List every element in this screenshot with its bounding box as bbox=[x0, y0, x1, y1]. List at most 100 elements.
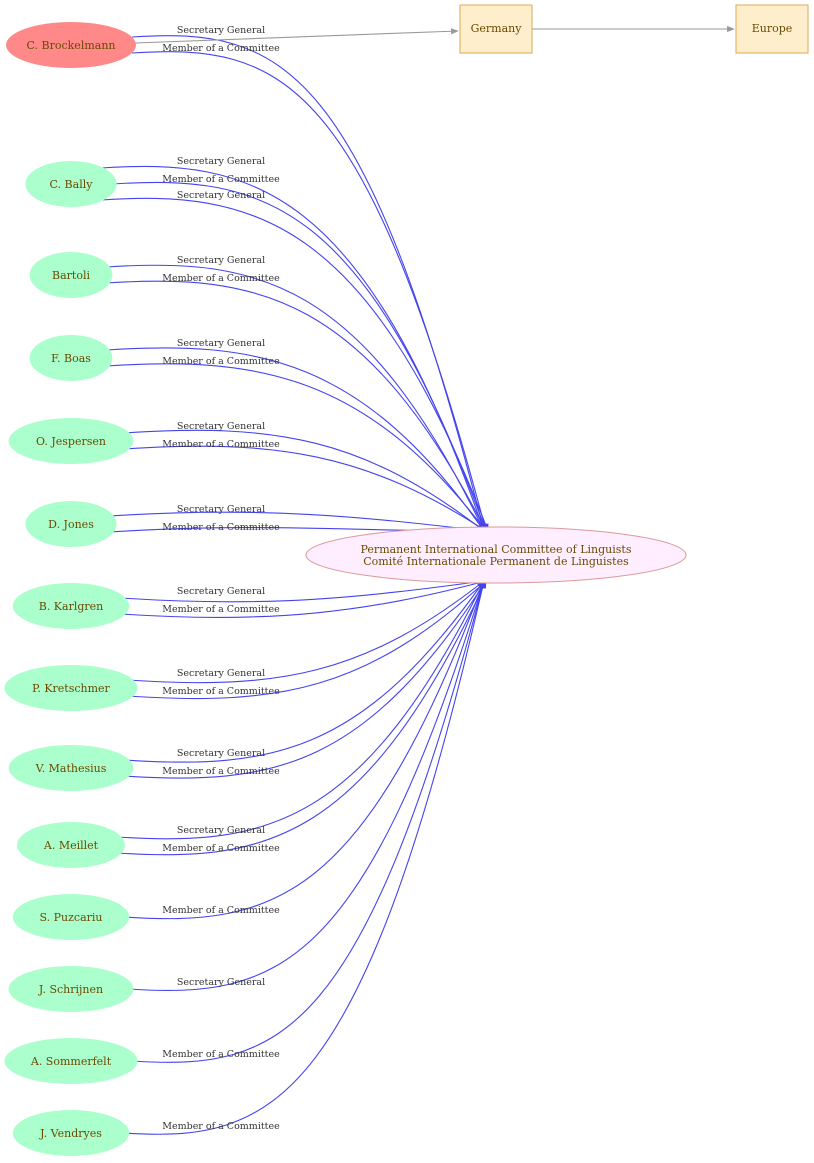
a-sommerfelt-member-edge-label-0: Member of a Committee bbox=[162, 1049, 280, 1060]
person-node-j-schrijnen[interactable]: J. Schrijnen bbox=[8, 966, 134, 1012]
d-jones-secretary-edge-label-0: Secretary General bbox=[177, 504, 265, 515]
f-boas-member-edge-label-1: Member of a Committee bbox=[162, 356, 280, 367]
person-label-j-vendryes: J. Vendryes bbox=[39, 1127, 102, 1140]
person-shape-bartoli bbox=[29, 252, 113, 298]
person-label-c-bally: C. Bally bbox=[50, 178, 94, 191]
person-label-b-karlgren: B. Karlgren bbox=[39, 600, 104, 613]
c-bally-secretary-edge-2 bbox=[101, 197, 489, 532]
person-shape-v-mathesius bbox=[8, 745, 134, 791]
person-shape-j-vendryes bbox=[12, 1110, 130, 1156]
person-node-s-puzcariu[interactable]: S. Puzcariu bbox=[12, 894, 130, 940]
f-boas-secretary-edge-label-0: Secretary General bbox=[177, 338, 265, 349]
j-schrijnen-secretary-edge-0 bbox=[128, 580, 485, 991]
europe-node[interactable]: Europe bbox=[735, 4, 809, 54]
b-karlgren-secretary-edge-label-0: Secretary General bbox=[177, 586, 265, 597]
person-label-d-jones: D. Jones bbox=[48, 518, 94, 531]
o-jespersen-secretary-edge-label-0: Secretary General bbox=[177, 421, 265, 432]
b-karlgren-member-edge-label-1: Member of a Committee bbox=[162, 604, 280, 615]
a-meillet-secretary-edge-0 bbox=[117, 580, 485, 840]
v-mathesius-member-edge-1 bbox=[124, 580, 487, 779]
committee-name-en: Permanent International Committee of Lin… bbox=[361, 543, 632, 556]
d-jones-member-edge-label-1: Member of a Committee bbox=[162, 522, 280, 533]
o-jespersen-member-edge-label-1: Member of a Committee bbox=[162, 439, 280, 450]
s-puzcariu-member-edge-label-0: Member of a Committee bbox=[162, 905, 280, 916]
s-puzcariu-member-edge-0 bbox=[124, 580, 485, 920]
brockelmann-to-germany-edge bbox=[134, 28, 459, 44]
o-jespersen-secretary-edge-0 bbox=[124, 429, 485, 532]
person-label-f-boas: F. Boas bbox=[51, 352, 91, 365]
b-karlgren-secretary-edge-0 bbox=[121, 578, 485, 603]
person-node-bartoli[interactable]: Bartoli bbox=[29, 252, 113, 298]
person-node-b-karlgren[interactable]: B. Karlgren bbox=[12, 583, 130, 629]
germany-label: Germany bbox=[471, 22, 523, 35]
person-node-v-mathesius[interactable]: V. Mathesius bbox=[8, 745, 134, 791]
person-shape-p-kretschmer bbox=[4, 665, 138, 711]
committee-node[interactable]: Permanent International Committee of Lin… bbox=[305, 526, 687, 584]
person-label-a-meillet: A. Meillet bbox=[43, 839, 99, 852]
c-brockelmann-member-edge-label-1: Member of a Committee bbox=[162, 43, 280, 54]
person-shape-c-bally bbox=[25, 161, 117, 207]
person-shape-d-jones bbox=[25, 501, 117, 547]
person-shape-a-meillet bbox=[17, 822, 125, 868]
bartoli-secretary-edge-0 bbox=[106, 264, 485, 532]
bartoli-member-edge-label-1: Member of a Committee bbox=[162, 273, 280, 284]
person-shape-s-puzcariu bbox=[12, 894, 130, 940]
c-bally-secretary-edge-0 bbox=[101, 165, 485, 532]
p-kretschmer-secretary-edge-0 bbox=[128, 580, 485, 684]
person-node-o-jespersen[interactable]: O. Jespersen bbox=[8, 418, 134, 464]
person-label-bartoli: Bartoli bbox=[52, 269, 90, 282]
person-node-p-kretschmer[interactable]: P. Kretschmer bbox=[4, 665, 138, 711]
c-bally-secretary-edge-label-0: Secretary General bbox=[177, 156, 265, 167]
p-kretschmer-secretary-edge-label-0: Secretary General bbox=[177, 668, 265, 679]
a-meillet-member-edge-1 bbox=[117, 580, 487, 856]
person-node-c-brockelmann[interactable]: C. Brockelmann bbox=[6, 22, 136, 68]
edges-layer bbox=[101, 35, 489, 1135]
person-shape-f-boas bbox=[29, 335, 113, 381]
person-label-s-puzcariu: S. Puzcariu bbox=[40, 911, 103, 924]
v-mathesius-secretary-edge-0 bbox=[124, 580, 485, 763]
c-brockelmann-secretary-edge-label-0: Secretary General bbox=[177, 25, 265, 36]
v-mathesius-secretary-edge-label-0: Secretary General bbox=[177, 748, 265, 759]
j-vendryes-member-edge-0 bbox=[124, 580, 486, 1135]
b-karlgren-member-edge-1 bbox=[121, 579, 487, 619]
committee-name-fr: Comité Internationale Permanent de Lingu… bbox=[363, 555, 629, 568]
v-mathesius-member-edge-label-1: Member of a Committee bbox=[162, 766, 280, 777]
person-shape-a-sommerfelt bbox=[4, 1038, 138, 1084]
a-sommerfelt-member-edge-0 bbox=[132, 580, 486, 1063]
person-label-c-brockelmann: C. Brockelmann bbox=[27, 39, 116, 52]
c-bally-secretary-edge-label-2: Secretary General bbox=[177, 190, 265, 201]
p-kretschmer-member-edge-1 bbox=[128, 580, 487, 700]
person-label-p-kretschmer: P. Kretschmer bbox=[32, 682, 110, 695]
person-shape-c-brockelmann bbox=[6, 22, 136, 68]
person-label-j-schrijnen: J. Schrijnen bbox=[38, 983, 103, 996]
bartoli-secretary-edge-label-0: Secretary General bbox=[177, 255, 265, 266]
person-label-a-sommerfelt: A. Sommerfelt bbox=[30, 1055, 112, 1068]
person-label-v-mathesius: V. Mathesius bbox=[35, 762, 107, 775]
person-label-o-jespersen: O. Jespersen bbox=[36, 435, 106, 448]
person-node-j-vendryes[interactable]: J. Vendryes bbox=[12, 1110, 130, 1156]
j-schrijnen-secretary-edge-label-0: Secretary General bbox=[177, 977, 265, 988]
germany-node[interactable]: Germany bbox=[459, 4, 533, 54]
f-boas-member-edge-1 bbox=[106, 363, 487, 532]
person-node-c-bally[interactable]: C. Bally bbox=[25, 161, 117, 207]
person-node-f-boas[interactable]: F. Boas bbox=[29, 335, 113, 381]
c-bally-member-edge-1 bbox=[112, 181, 487, 532]
a-meillet-secretary-edge-label-0: Secretary General bbox=[177, 825, 265, 836]
a-meillet-member-edge-label-1: Member of a Committee bbox=[162, 843, 280, 854]
c-bally-member-edge-label-1: Member of a Committee bbox=[162, 174, 280, 185]
person-node-a-sommerfelt[interactable]: A. Sommerfelt bbox=[4, 1038, 138, 1084]
c-brockelmann-member-edge-1 bbox=[132, 51, 488, 532]
o-jespersen-member-edge-1 bbox=[124, 445, 487, 532]
europe-label: Europe bbox=[752, 22, 793, 35]
person-node-a-meillet[interactable]: A. Meillet bbox=[17, 822, 125, 868]
j-vendryes-member-edge-label-0: Member of a Committee bbox=[162, 1121, 280, 1132]
p-kretschmer-member-edge-label-1: Member of a Committee bbox=[162, 686, 280, 697]
d-jones-secretary-edge-0 bbox=[110, 511, 485, 534]
person-node-d-jones[interactable]: D. Jones bbox=[25, 501, 117, 547]
person-shape-o-jespersen bbox=[8, 418, 134, 464]
person-shape-b-karlgren bbox=[12, 583, 130, 629]
f-boas-secretary-edge-0 bbox=[106, 347, 485, 532]
